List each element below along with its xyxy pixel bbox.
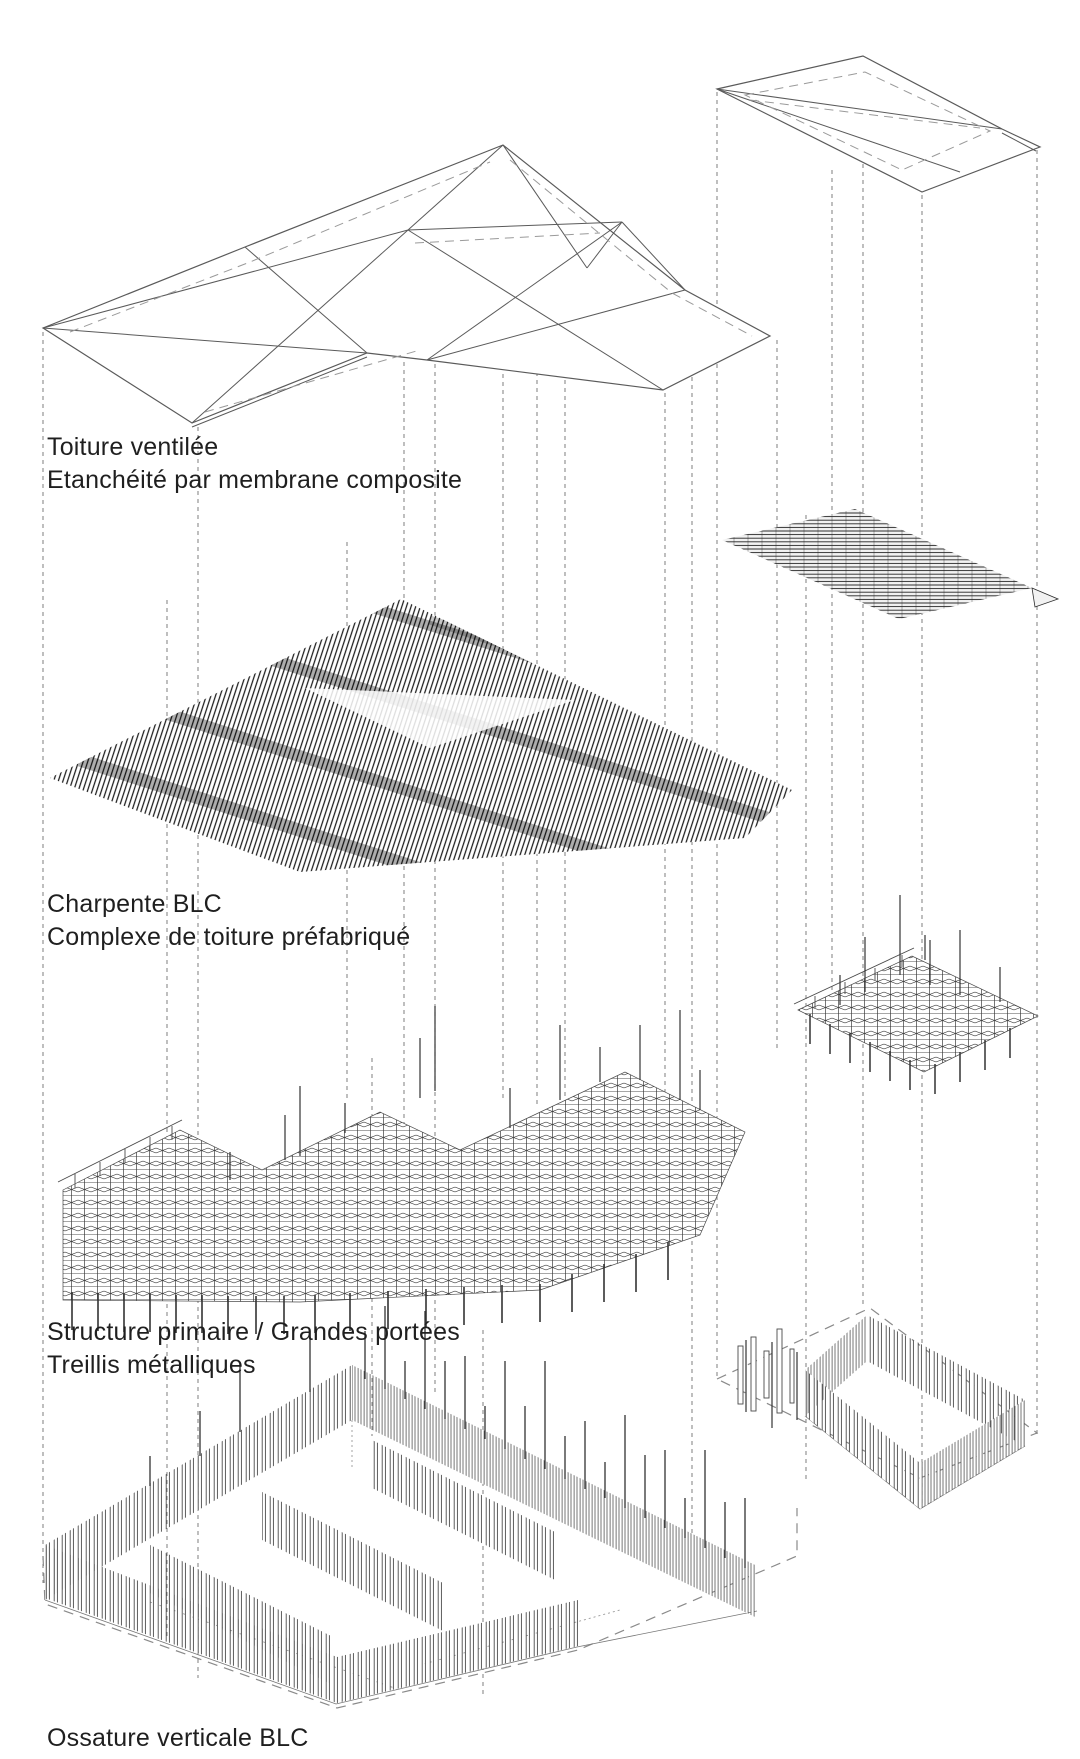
label-line: Structure primaire / Grandes portées — [47, 1318, 460, 1346]
main-palisade-walls — [45, 1365, 755, 1703]
main-roof-plates — [41, 144, 772, 428]
label-ossature-verticale: Ossature verticale BLC — [47, 1722, 308, 1755]
label-line: Etanchéité par membrane composite — [47, 466, 463, 494]
label-structure-primaire: Structure primaire / Grandes portées Tre… — [47, 1316, 460, 1382]
label-charpente-blc: Charpente BLC Complexe de toiture préfab… — [47, 888, 410, 954]
annex-ground-outline — [715, 1307, 1039, 1479]
main-truss-masts — [229, 1006, 701, 1180]
roof-membrane-layer-drawing — [41, 55, 1042, 428]
main-truss-deck — [57, 1006, 746, 1334]
label-line: Treillis métalliques — [47, 1351, 256, 1379]
main-ground-outline — [42, 1508, 798, 1709]
annex-truss-deck — [793, 895, 1039, 1094]
annex-palisade — [715, 1307, 1039, 1510]
steel-truss-layer-drawing — [57, 895, 1039, 1334]
annex-palisade-masts — [737, 1328, 798, 1428]
annex-prefab-panels — [722, 509, 1060, 619]
annex-truss-columns — [809, 1014, 1011, 1094]
annex-palisade-walls — [805, 1315, 1025, 1509]
label-line: Charpente BLC — [47, 890, 222, 918]
annex-roof-plate — [715, 55, 1042, 193]
main-truss-columns — [71, 1242, 669, 1334]
label-line: Complexe de toiture préfabriqué — [47, 923, 411, 951]
blc-roof-structure-layer-drawing — [50, 509, 1060, 872]
label-toiture-ventilee: Toiture ventilée Etanchéité par membrane… — [47, 431, 462, 497]
main-rafter-field — [50, 599, 792, 872]
main-palisade-masts — [149, 1306, 746, 1568]
label-line: Toiture ventilée — [47, 433, 219, 461]
annex-truss-masts — [839, 895, 1001, 1005]
label-line: Ossature verticale BLC — [47, 1724, 309, 1752]
